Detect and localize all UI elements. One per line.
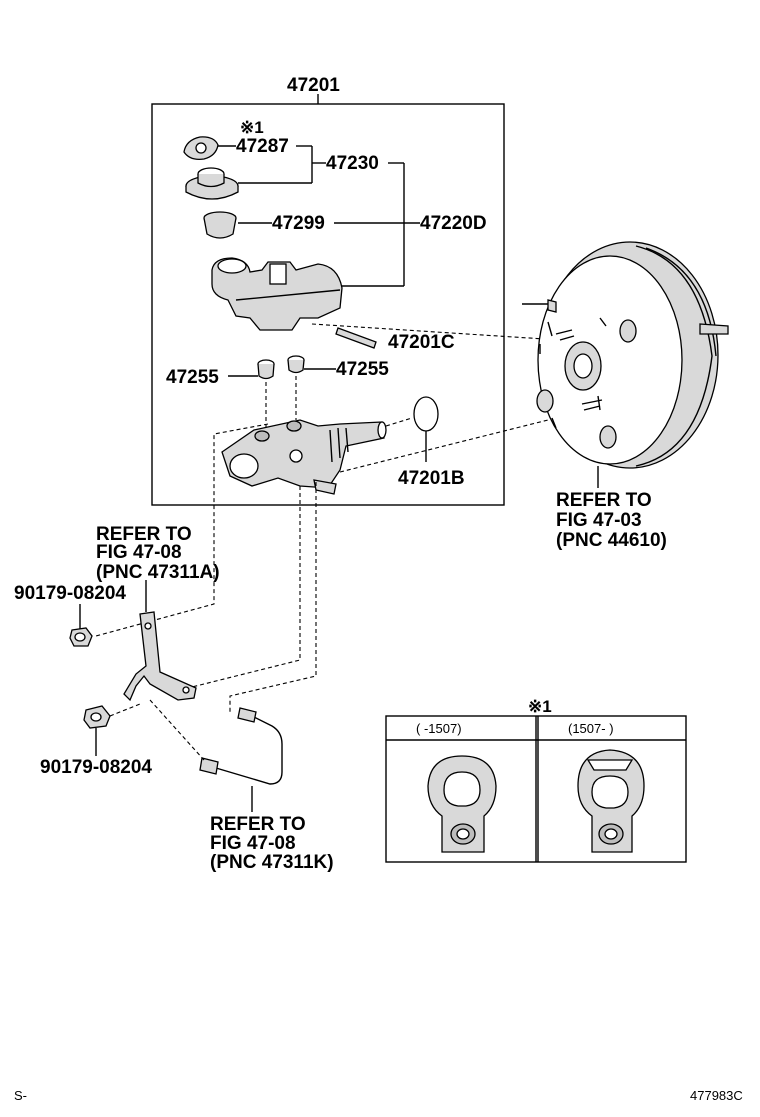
part-label-47201B: 47201B xyxy=(398,468,465,489)
part-label-47299: 47299 xyxy=(272,213,325,234)
assembly-number: 47201 xyxy=(287,75,340,96)
o-ring-47201b-icon xyxy=(413,396,439,432)
ref-pipe-line1: REFER TO xyxy=(210,814,306,835)
part-label-90179-bottom: 90179-08204 xyxy=(40,757,152,778)
master-cylinder-icon xyxy=(221,419,387,495)
footer-drawing-number: 477983C xyxy=(690,1088,743,1103)
part-label-47287: 47287 xyxy=(236,136,289,157)
nut-top-icon xyxy=(69,627,93,647)
part-label-47255-left: 47255 xyxy=(166,367,219,388)
pin-47201c-icon xyxy=(335,327,377,349)
inset-left-header: ( -1507) xyxy=(416,721,462,736)
ref-pipe-line2: FIG 47-08 xyxy=(210,833,296,854)
part-label-47255-right: 47255 xyxy=(336,359,389,380)
strainer-47299-icon xyxy=(203,211,237,239)
ref-booster-line2: FIG 47-03 xyxy=(556,510,642,531)
note-mark-1: ※1 xyxy=(240,118,264,137)
ref-bracket-line1: REFER TO xyxy=(96,524,192,545)
ref-pipe-line3: (PNC 47311K) xyxy=(210,852,334,873)
inset-right-header: (1507- ) xyxy=(568,721,614,736)
gasket-47287-icon xyxy=(183,136,219,160)
part-label-47201C: 47201C xyxy=(388,332,455,353)
part-label-90179-top: 90179-08204 xyxy=(14,583,126,604)
inset-mark: ※1 xyxy=(528,697,552,716)
grommet-right-icon xyxy=(287,355,305,374)
bracket-icon xyxy=(123,611,197,702)
assembly-box xyxy=(151,103,505,506)
grommet-left-icon xyxy=(257,359,275,380)
brake-booster-icon xyxy=(522,241,729,469)
nut-bottom-icon xyxy=(83,705,111,729)
gasket-variant-old-icon xyxy=(427,755,497,853)
part-label-47220D: 47220D xyxy=(420,213,487,234)
ref-booster-line1: REFER TO xyxy=(556,490,652,511)
ref-bracket-line3: (PNC 47311A) xyxy=(96,562,220,583)
reservoir-cap-icon xyxy=(185,167,239,200)
ref-bracket-line2: FIG 47-08 xyxy=(96,542,182,563)
footer-left-code: S- xyxy=(14,1088,27,1103)
gasket-variant-new-icon xyxy=(577,749,645,853)
part-label-47230: 47230 xyxy=(326,153,379,174)
reservoir-tank-icon xyxy=(211,257,343,331)
ref-booster-line3: (PNC 44610) xyxy=(556,530,667,551)
brake-pipe-icon xyxy=(199,707,283,785)
